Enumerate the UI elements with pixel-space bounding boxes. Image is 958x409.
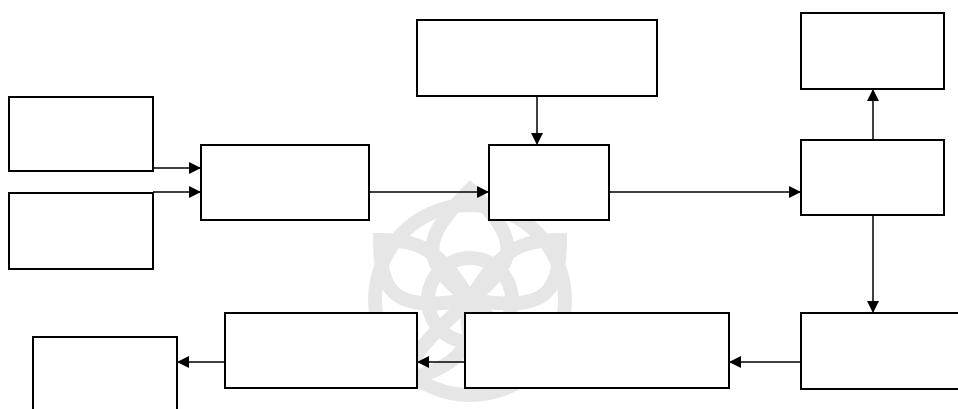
box-input-bottom xyxy=(8,192,154,270)
box-bottom-right xyxy=(800,312,958,390)
box-top-center xyxy=(416,19,658,97)
box-right xyxy=(800,139,945,216)
box-combine xyxy=(200,144,370,221)
box-bottom-center xyxy=(464,312,730,389)
box-input-top xyxy=(8,96,154,172)
box-bottom-middle xyxy=(224,312,418,389)
box-center xyxy=(488,144,610,221)
box-top-right xyxy=(800,12,945,90)
box-bottom-left xyxy=(32,336,178,409)
